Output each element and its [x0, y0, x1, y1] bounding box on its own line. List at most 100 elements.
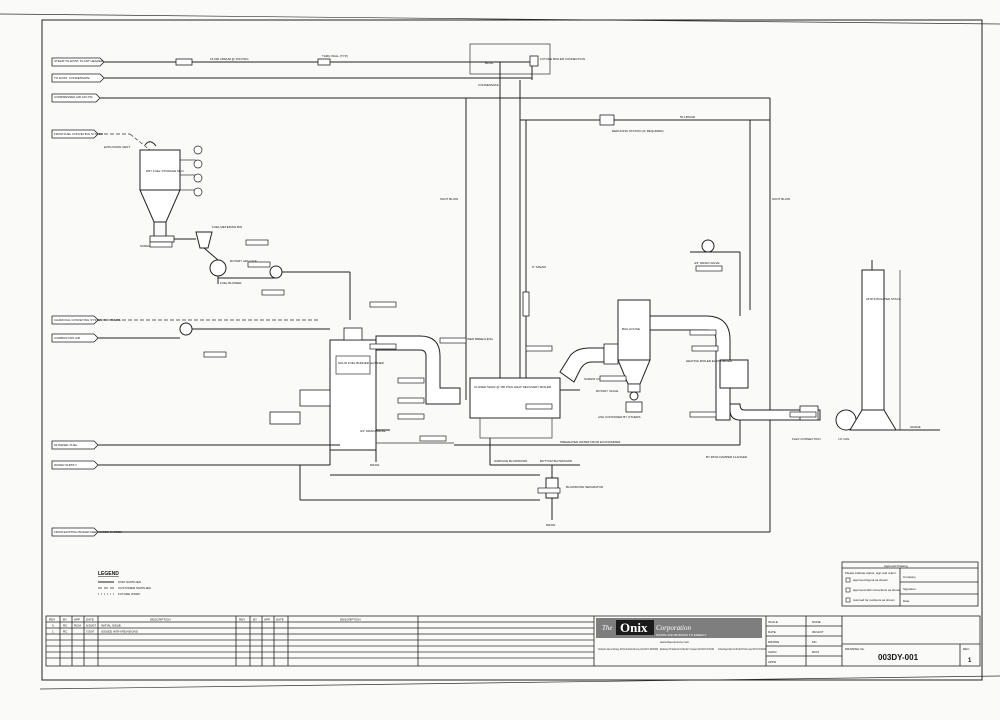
flex-label: FLEX CONNECTION: [792, 437, 821, 441]
approval-check-2[interactable]: [845, 587, 851, 593]
diesel-label: #2 DIESEL FUEL: [54, 443, 78, 447]
appd-label: APPD: [768, 660, 777, 664]
refractory-label: REFRACTORY LINED BREECHING: [444, 337, 494, 341]
refractory-duct: [375, 335, 461, 405]
bldg-label: BLDG.: [485, 61, 494, 65]
dry-fuel-silo: [139, 149, 181, 191]
building-outline: [469, 43, 551, 75]
baghouse-label: BAG HOUSE: [622, 327, 640, 331]
legend-customer: CUSTOMER SUPPLIED: [118, 586, 152, 590]
blower-label: FUEL BLOWER: [220, 281, 242, 285]
thru-wall-sleeve: [317, 58, 331, 66]
condensate-line-label: CONDENSATE: [478, 83, 499, 87]
rotary-airlock-label: ROTARY AIR LOCK: [230, 259, 257, 263]
gasifier: SOLID FUEL BURNER GASIFIER 3/4" DRAIN VA…: [98, 319, 454, 467]
reducing-station: [599, 114, 615, 126]
fuel-conveying-label: FROM FUEL CONVEYING SYSTEM: [54, 132, 104, 136]
company-web: www.theonixcorp.com: [660, 640, 690, 644]
approval-company: Company: [903, 575, 916, 579]
paper-bottom-edge: [39, 675, 1000, 690]
steam-to-plant-tag: [51, 57, 105, 67]
economizer-drain-label: 3/4" DRAIN VALVE: [694, 261, 719, 265]
drawing-no-label: DRAWING No.: [845, 647, 865, 651]
legend-future: FUTURE WORK: [118, 592, 140, 596]
date-label: DATE: [768, 630, 776, 634]
fuel-metering-bin: [195, 231, 213, 249]
drawing-no: 003DY-001: [878, 653, 919, 662]
breeching: REFRACTORY LINED BREECHING: [375, 335, 494, 405]
legend-title: LEGEND: [98, 571, 119, 577]
rev-hdr-desc: DESCRIPTION: [150, 618, 171, 622]
inlet-tags: STEAM TO EXIST. PLANT HEADER TO EXIST. C…: [51, 57, 123, 537]
paper-top-edge: [0, 13, 1000, 25]
rev-row-1-rev: 1: [52, 630, 54, 634]
rev-hdr-date-2: DATE: [276, 618, 284, 622]
water-label: WATER SUPPLY: [54, 463, 77, 467]
fuel-metering-label: FUEL METERING BIN: [212, 225, 242, 229]
combustion-air-fan: [179, 322, 193, 336]
steam-50-label: 50 LBS/HR: [680, 115, 696, 119]
charcoal-label: CHARCOAL CONVEYING SYSTEM BY OTHERS: [54, 318, 121, 322]
id-fan-label: I.D. FAN: [838, 437, 849, 441]
drawn-value: MC: [812, 640, 817, 644]
screw-feeder: [149, 235, 175, 243]
gasifier-label: SOLID FUEL BURNER GASIFIER: [338, 361, 385, 365]
feedwater-tag: [51, 527, 99, 537]
bottom-blowdown-label: BOTTOM BLOWDOWN: [540, 459, 572, 463]
approval-check-1[interactable]: [845, 577, 851, 583]
condensate-label: TO EXIST. CONDENSATE: [54, 76, 90, 80]
stack: 24"Ø INSULATED STACK GRADE: [849, 260, 940, 431]
hrsg-shell: [469, 377, 561, 419]
rev-row-0-rev: 0: [52, 624, 54, 628]
rev-row-1-by: RC: [63, 630, 68, 634]
steam-meter: [175, 58, 193, 66]
solid-fuel-burner: [329, 339, 377, 451]
scale-value: NONE: [812, 620, 821, 624]
stack-label: 24"Ø INSULATED STACK: [866, 297, 901, 301]
approval-check-3[interactable]: [845, 597, 851, 603]
bypass-label: BY-PASS DAMPER FLANGED: [706, 455, 748, 459]
approval-signature: Signature: [903, 587, 916, 591]
approval-instruction: Please indicate status, sign and return.: [845, 571, 897, 575]
rev-hdr-rev-2: REV: [239, 618, 245, 622]
feedwater-label: FROM EXISTING BOILER FEEDWATER SYSTEM: [54, 530, 123, 534]
rev-row-0-date: 6/15/07: [86, 624, 96, 628]
ash-container: [625, 401, 643, 413]
screw-conveyor-label: SCREW CONVEYOR: [584, 377, 614, 381]
company-office-2: Manufacturing: 1977 Hawkins Drive Post O…: [660, 647, 714, 651]
instrument-tags: [149, 239, 817, 494]
economizer-label: HEATING BOILER ECONOMIZER: [686, 359, 733, 363]
date-value: 06/11/07: [812, 630, 824, 634]
logo-corporation: Corporation: [656, 624, 692, 632]
rev-row-1-desc: ISSUED WITH REVISIONS: [101, 630, 138, 634]
rev-hdr-app: APP: [74, 618, 80, 622]
rev-hdr-by: BY: [63, 618, 67, 622]
insulated-stack: [861, 269, 885, 431]
drawn-label: DRAWN: [768, 640, 779, 644]
thru-wall-label: THRU WALL (TYP.): [322, 54, 348, 58]
rev-row-1-date: 7/2/07: [86, 630, 95, 634]
rev-value: 1: [968, 658, 972, 664]
logo-onix: Onix: [620, 620, 648, 635]
rotary-valve-label: ROTARY VALVE: [596, 389, 618, 393]
surface-blowdown-label: SURFACE BLOWDOWN: [494, 459, 527, 463]
rotary-air-lock: [209, 259, 227, 277]
heating-boiler-economizer: [719, 359, 749, 389]
rev-row-0-app: RCM: [74, 624, 81, 628]
gasifier-drain-text: DRAIN: [370, 463, 379, 467]
duct-to-baghouse: [559, 343, 619, 383]
steam-6-label: 6" STEAM: [532, 265, 546, 269]
ash-container-label: ASH CONTAINER BY OTHERS: [598, 415, 641, 419]
logo-the: The: [602, 624, 613, 632]
steam-to-plant-label: STEAM TO EXIST. PLANT HEADER: [54, 59, 104, 63]
blowdown-sep-label: BLOWDOWN SEPARATOR: [566, 485, 604, 489]
baghouse: BAG HOUSE SCREW CONVEYOR ROTARY VALVE AS…: [584, 299, 651, 419]
fuel-blower: [269, 265, 283, 279]
drawing-border: [41, 19, 983, 681]
rev-label: REV.: [963, 647, 970, 651]
logo-tagline: WASTE AND BIOMASS TO ENERGY: [656, 633, 706, 637]
explosion-vent-label: EXPLOSION VENT: [104, 145, 130, 149]
fuel-silo-system: EXPLOSION VENT DRY FUEL STORAGE SILO SCR…: [104, 141, 351, 320]
soot-blow-left-label: SOOT BLOW: [440, 197, 458, 201]
